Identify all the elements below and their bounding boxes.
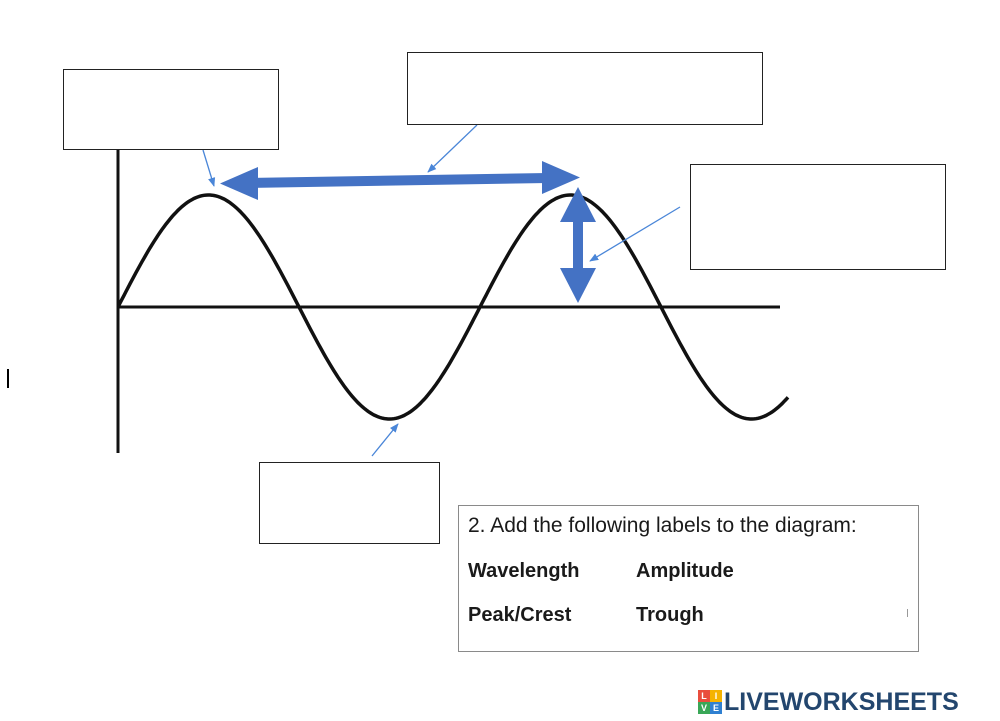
instruction-panel: 2. Add the following labels to the diagr… (458, 505, 919, 652)
wavelength-answer-input[interactable] (408, 53, 762, 124)
sine-wave (116, 193, 790, 421)
amplitude-pointer (589, 206, 681, 262)
term-peak-crest: Peak/Crest (468, 604, 572, 626)
trough-answer-box[interactable] (259, 462, 440, 544)
term-trough: Trough (636, 604, 704, 626)
instruction-title: 2. Add the following labels to the diagr… (468, 514, 857, 537)
panel-tick (907, 609, 908, 617)
trough-answer-input[interactable] (260, 463, 439, 543)
amplitude-answer-input[interactable] (691, 165, 945, 269)
margin-mark (7, 369, 9, 388)
liveworksheets-watermark: L I V E LIVEWORKSHEETS (698, 688, 959, 716)
term-wavelength: Wavelength (468, 560, 580, 582)
peak-answer-input[interactable] (64, 70, 278, 149)
trough-pointer (371, 423, 399, 457)
wavelength-arrow (220, 161, 580, 200)
peak-pointer (202, 149, 216, 187)
amplitude-arrow (560, 187, 596, 303)
liveworksheets-logo-icon: L I V E (698, 690, 722, 714)
term-amplitude: Amplitude (636, 560, 734, 582)
peak-answer-box[interactable] (63, 69, 279, 150)
amplitude-answer-box[interactable] (690, 164, 946, 270)
wavelength-answer-box[interactable] (407, 52, 763, 125)
wavelength-pointer (427, 124, 478, 173)
watermark-text: LIVEWORKSHEETS (724, 687, 959, 716)
